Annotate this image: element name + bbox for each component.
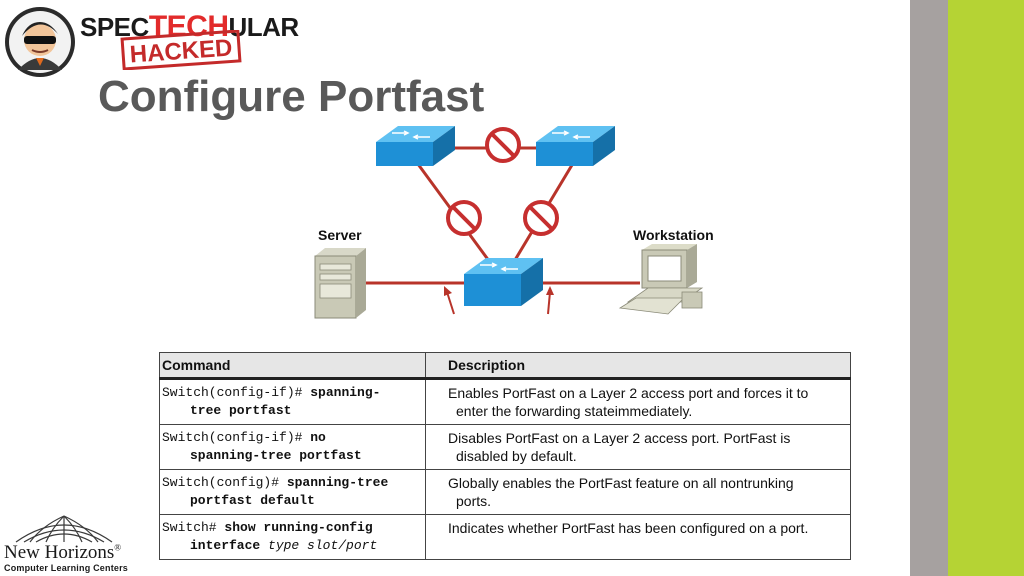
command-cell: Switch# show running-config interface ty… xyxy=(159,514,426,560)
command-keyword: spanning- xyxy=(310,385,381,400)
command-prompt: Switch(config-if)# xyxy=(162,430,311,445)
table-row: Switch(config-if)# no spanning-tree port… xyxy=(159,424,851,470)
table-row: Switch# show running-config interface ty… xyxy=(159,514,851,560)
command-cell: Switch(config)# spanning-tree portfast d… xyxy=(159,469,426,515)
blocked-icon xyxy=(485,127,521,163)
command-cell: Switch(config-if)# spanning- tree portfa… xyxy=(159,378,426,425)
description-cell: Disables PortFast on a Layer 2 access po… xyxy=(425,424,851,470)
switch-icon xyxy=(536,126,615,166)
description-cell: Globally enables the PortFast feature on… xyxy=(425,469,851,515)
command-keyword: show running-config xyxy=(224,520,373,535)
command-prompt: Switch# xyxy=(162,520,225,535)
server-icon xyxy=(314,248,366,319)
blocked-icon xyxy=(446,200,482,236)
company-name-text: New Horizons xyxy=(4,542,115,563)
column-header-command: Command xyxy=(159,352,426,380)
command-keyword: spanning-tree portfast xyxy=(190,448,362,463)
description-cell: Indicates whether PortFast has been conf… xyxy=(425,514,851,560)
description-text: ports. xyxy=(456,493,492,509)
description-text: Indicates whether PortFast has been conf… xyxy=(448,520,809,536)
command-keyword: spanning-tree xyxy=(286,475,389,490)
switch-icon xyxy=(376,126,455,166)
page-title: Configure Portfast xyxy=(98,72,485,121)
hacker-avatar-icon xyxy=(5,7,75,77)
company-tagline: Computer Learning Centers xyxy=(4,563,129,573)
command-keyword: no xyxy=(310,430,326,445)
brand-suffix: ULAR xyxy=(228,12,299,42)
arrow-icon xyxy=(546,286,554,315)
command-keyword: interface xyxy=(190,538,261,553)
description-cell: Enables PortFast on a Layer 2 access por… xyxy=(425,378,851,425)
workstation-label: Workstation xyxy=(633,227,714,243)
company-name: New Horizons® xyxy=(4,542,121,564)
command-argument: type slot/port xyxy=(268,538,378,553)
right-gray-band xyxy=(910,0,948,576)
workstation-icon xyxy=(618,244,704,315)
description-text: Globally enables the PortFast feature on… xyxy=(448,475,794,491)
command-cell: Switch(config-if)# no spanning-tree port… xyxy=(159,424,426,470)
registered-mark: ® xyxy=(114,542,122,553)
brand-wordmark: SPECTECHULAR xyxy=(80,10,299,44)
arrow-icon xyxy=(444,286,455,315)
hacked-stamp: HACKED xyxy=(120,30,242,70)
description-text: disabled by default. xyxy=(456,448,577,464)
table-row: Switch(config)# spanning-tree portfast d… xyxy=(159,469,851,515)
command-keyword: portfast default xyxy=(190,493,315,508)
globe-logo-icon xyxy=(15,515,113,543)
column-header-description: Description xyxy=(425,352,851,380)
server-label: Server xyxy=(318,227,362,243)
description-text: Disables PortFast on a Layer 2 access po… xyxy=(448,430,791,446)
table-header-row: Command Description xyxy=(159,352,851,380)
switch-icon xyxy=(464,258,543,306)
network-diagram xyxy=(314,126,704,319)
command-prompt: Switch(config-if)# xyxy=(162,385,311,400)
blocked-icon xyxy=(523,200,559,236)
right-green-band xyxy=(948,0,1024,576)
table-row: Switch(config-if)# spanning- tree portfa… xyxy=(159,378,851,425)
command-prompt: Switch(config)# xyxy=(162,475,287,490)
command-table: Command Description Switch(config-if)# s… xyxy=(159,352,851,560)
description-text: enter the forwarding stateimmediately. xyxy=(456,403,693,419)
description-text: Enables PortFast on a Layer 2 access por… xyxy=(448,385,809,401)
command-keyword: tree portfast xyxy=(190,403,292,418)
